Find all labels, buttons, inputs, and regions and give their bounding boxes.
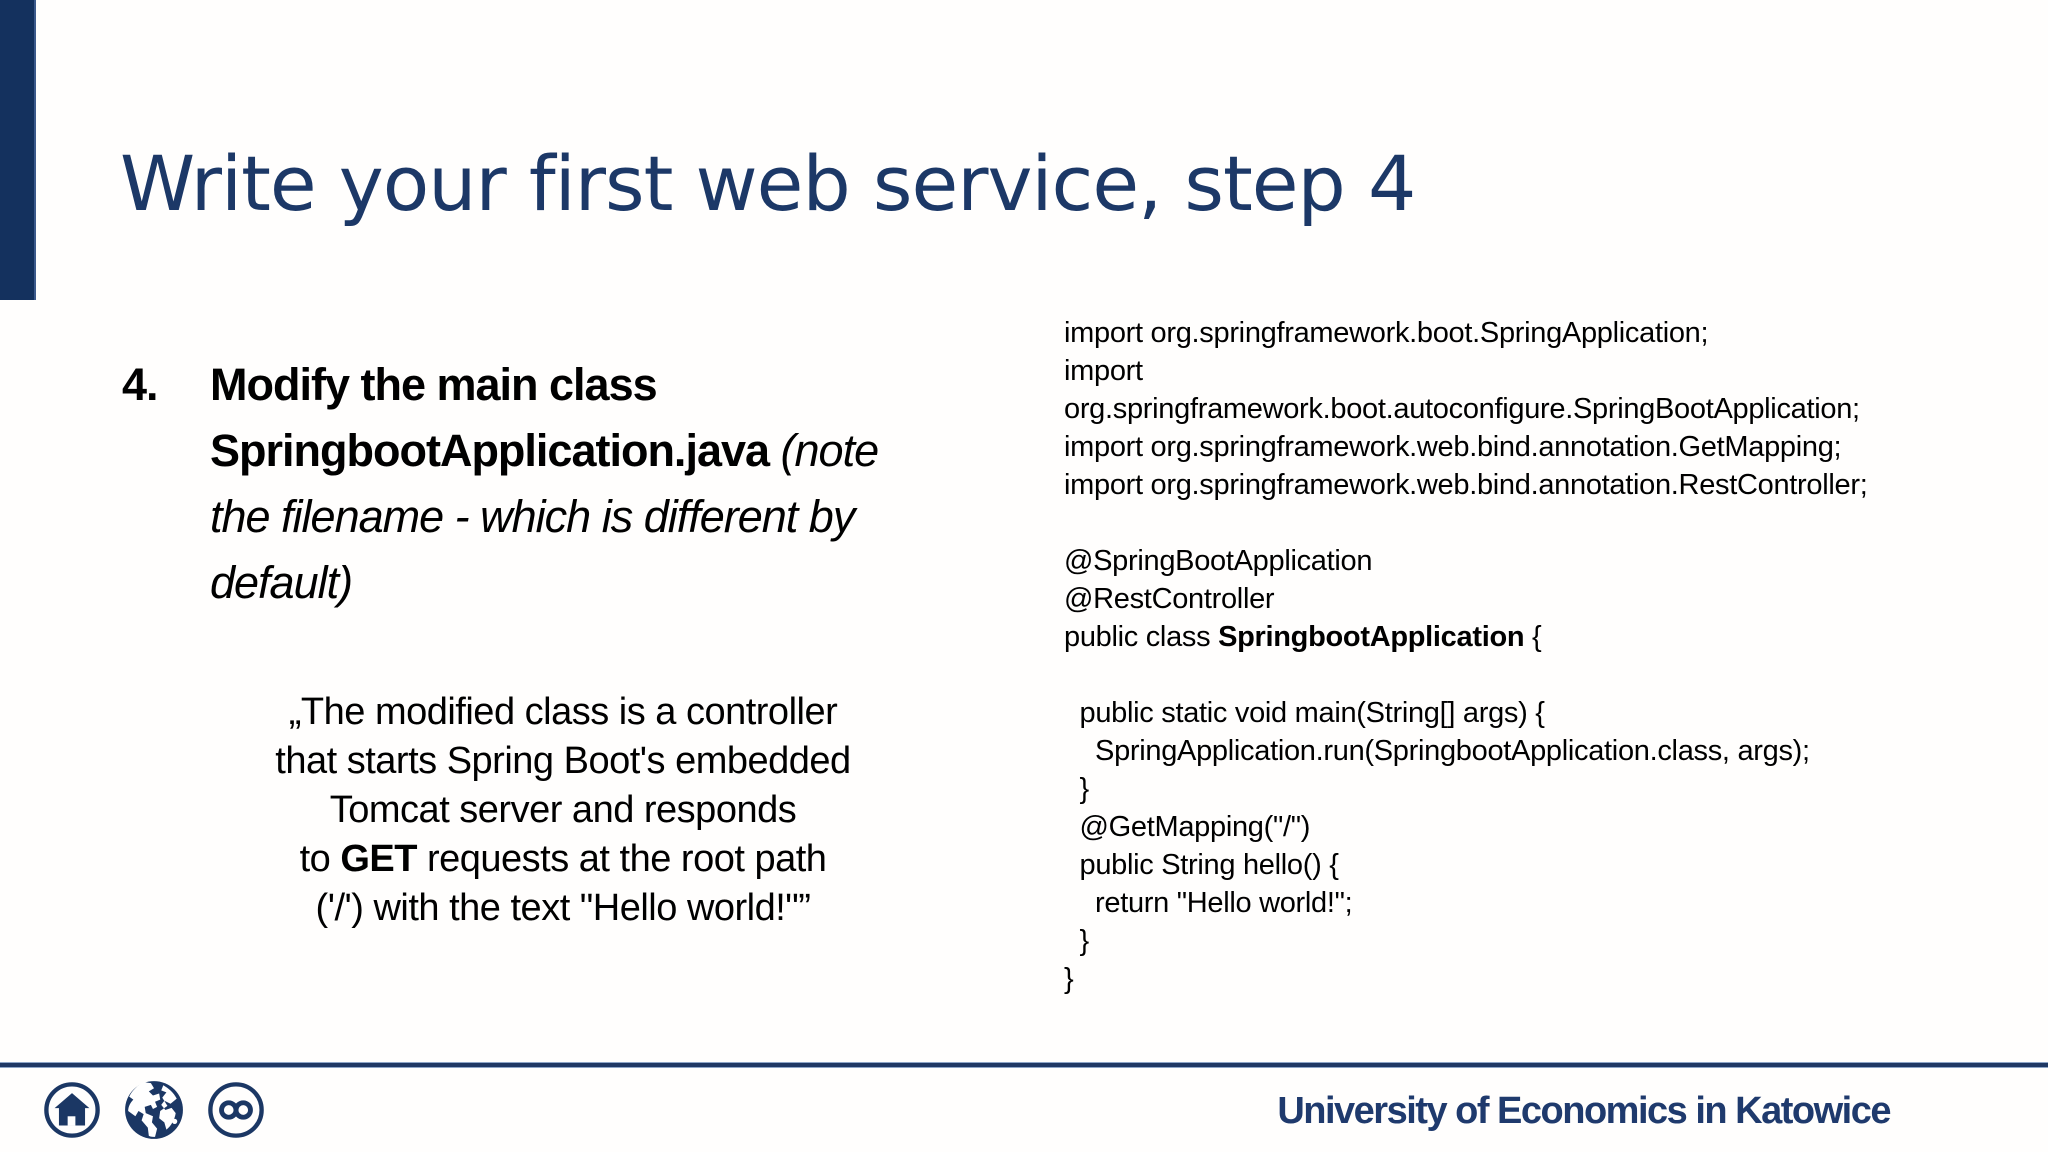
text-line: import org.springframework.boot.SpringAp… bbox=[1064, 314, 1984, 352]
text-line: „The modified class is a controller bbox=[163, 688, 963, 737]
text-line: @RestController bbox=[1064, 580, 1984, 618]
text-line: } bbox=[1064, 770, 1984, 808]
text-segment: to bbox=[299, 838, 341, 880]
text-segment: @GetMapping("/") bbox=[1064, 811, 1311, 843]
text-line: return "Hello world!"; bbox=[1064, 884, 1984, 922]
infinity-icon[interactable] bbox=[207, 1081, 265, 1139]
text-segment bbox=[769, 425, 781, 476]
text-line: org.springframework.boot.autoconfigure.S… bbox=[1064, 390, 1984, 428]
text-line bbox=[1064, 504, 1984, 542]
text-line: @GetMapping("/") bbox=[1064, 808, 1984, 846]
text-line bbox=[1064, 656, 1984, 694]
text-line: Modify the main class bbox=[210, 352, 1030, 418]
text-line: to GET requests at the root path bbox=[163, 835, 963, 884]
text-segment: import bbox=[1064, 355, 1143, 387]
text-line: } bbox=[1064, 960, 1984, 998]
text-line: import org.springframework.web.bind.anno… bbox=[1064, 466, 1984, 504]
text-segment: public String hello() { bbox=[1064, 849, 1339, 881]
text-segment: ('/') with the text "Hello world!"” bbox=[315, 887, 811, 929]
text-segment: } bbox=[1064, 925, 1090, 957]
page-title: Write your first web service, step 4 bbox=[120, 138, 1416, 228]
home-icon[interactable] bbox=[43, 1081, 101, 1139]
text-segment: import org.springframework.web.bind.anno… bbox=[1064, 431, 1842, 463]
quote-block: „The modified class is a controller that … bbox=[163, 688, 963, 933]
sidebar-accent-bar bbox=[0, 0, 36, 300]
text-line: import bbox=[1064, 352, 1984, 390]
text-segment: the filename - which is different by bbox=[210, 491, 855, 542]
text-segment: „The modified class is a controller bbox=[288, 691, 838, 733]
text-line: public String hello() { bbox=[1064, 846, 1984, 884]
text-segment: import org.springframework.web.bind.anno… bbox=[1064, 469, 1868, 501]
text-line: public class SpringbootApplication { bbox=[1064, 618, 1984, 656]
text-segment: } bbox=[1064, 773, 1090, 805]
text-line: default) bbox=[210, 550, 1030, 616]
text-segment: GET bbox=[340, 838, 417, 880]
footer-divider bbox=[0, 1063, 2048, 1067]
text-line: ('/') with the text "Hello world!"” bbox=[163, 884, 963, 933]
text-line: Tomcat server and responds bbox=[163, 786, 963, 835]
text-line: SpringApplication.run(SpringbootApplicat… bbox=[1064, 732, 1984, 770]
text-segment: SpringbootApplication bbox=[1218, 621, 1525, 653]
text-segment: @RestController bbox=[1064, 583, 1275, 615]
text-segment: return "Hello world!"; bbox=[1064, 887, 1353, 919]
text-segment: SpringbootApplication.java bbox=[210, 425, 770, 476]
text-segment: Tomcat server and responds bbox=[329, 789, 797, 831]
text-segment: org.springframework.boot.autoconfigure.S… bbox=[1064, 393, 1860, 425]
text-segment: SpringApplication.run(SpringbootApplicat… bbox=[1064, 735, 1810, 767]
text-segment: Modify the main class bbox=[210, 359, 658, 410]
text-segment: (note bbox=[780, 425, 880, 476]
text-line: that starts Spring Boot's embedded bbox=[163, 737, 963, 786]
text-line: the filename - which is different by bbox=[210, 484, 1030, 550]
text-segment: default) bbox=[210, 557, 353, 608]
text-line: @SpringBootApplication bbox=[1064, 542, 1984, 580]
text-segment: { bbox=[1524, 621, 1542, 653]
text-line: public static void main(String[] args) { bbox=[1064, 694, 1984, 732]
university-name: University of Economics in Katowice bbox=[1277, 1090, 1891, 1132]
list-item-number: 4. bbox=[122, 359, 159, 410]
text-segment: @SpringBootApplication bbox=[1064, 545, 1373, 577]
text-line: } bbox=[1064, 922, 1984, 960]
text-line: SpringbootApplication.java (note bbox=[210, 418, 1030, 484]
code-block: import org.springframework.boot.SpringAp… bbox=[1064, 314, 1984, 998]
text-segment: requests at the root path bbox=[416, 838, 827, 880]
text-segment: } bbox=[1064, 963, 1074, 995]
text-segment: import org.springframework.boot.SpringAp… bbox=[1064, 317, 1709, 349]
globe-icon[interactable] bbox=[123, 1079, 185, 1141]
text-segment: public class bbox=[1064, 621, 1219, 653]
text-segment: that starts Spring Boot's embedded bbox=[275, 740, 851, 782]
footer-nav-icons bbox=[43, 1081, 265, 1139]
text-segment: public static void main(String[] args) { bbox=[1064, 697, 1545, 729]
text-line: import org.springframework.web.bind.anno… bbox=[1064, 428, 1984, 466]
